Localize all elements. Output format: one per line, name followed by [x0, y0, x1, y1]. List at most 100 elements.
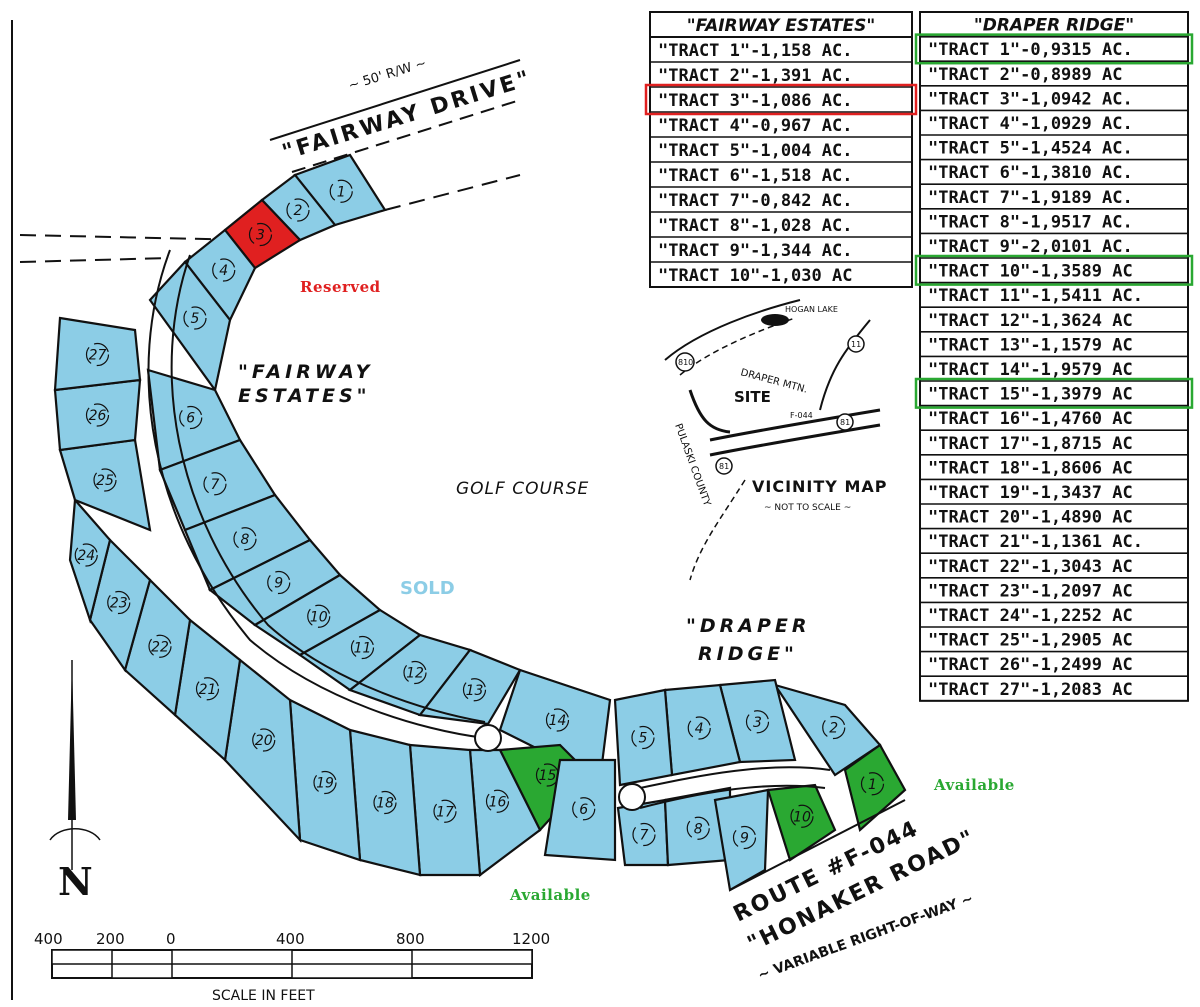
draper-table-row-24: "TRACT 24"-1,2252 AC — [928, 606, 1133, 626]
fairway-lot-25-number: 25 — [96, 473, 114, 489]
draper-table-row-10: "TRACT 10"-1,3589 AC — [928, 262, 1133, 282]
fairway-estates-label-2: ESTATES" — [238, 385, 371, 407]
fairway-lot-5-marker — [183, 306, 207, 330]
draper-lot-2[interactable] — [772, 683, 882, 777]
fairway-lot-21-marker — [195, 677, 220, 701]
draper-table-row-17: "TRACT 17"-1,8715 AC — [928, 434, 1133, 454]
draper-lot-5-marker — [631, 725, 655, 750]
fairway-lot-12-number: 12 — [406, 666, 424, 682]
draper-table-row-16: "TRACT 16"-1,4760 AC — [928, 409, 1133, 429]
vicinity-route-11: 11 — [851, 340, 861, 349]
fairway-lot-27-number: 27 — [89, 348, 107, 364]
draper-lot-6[interactable] — [543, 758, 617, 862]
fairway-lot-3-marker — [248, 222, 273, 247]
scale-tick-1: 200 — [96, 930, 125, 948]
fairway-lot-13-marker — [462, 678, 487, 702]
draper-lot-5-number: 5 — [639, 731, 648, 747]
draper-lot-6-marker — [572, 797, 596, 821]
fairway-lot-18-number: 18 — [376, 796, 394, 812]
fairway-table-frame — [649, 11, 913, 288]
vicinity-map-title: VICINITY MAP — [752, 477, 887, 496]
fairway-drive-label: "FAIRWAY DRIVE" — [279, 66, 535, 166]
draper-lot-9-marker — [732, 825, 757, 850]
draper-lot-3-marker — [745, 710, 770, 734]
draper-table-row-2: "TRACT 2"-0,8989 AC — [928, 65, 1122, 85]
north-arrow: N — [49, 660, 101, 904]
fairway-lot-16-number: 16 — [489, 794, 507, 810]
fairway-lot-4-number: 4 — [219, 263, 228, 279]
draper-ridge-label-1: "DRAPER — [686, 615, 811, 637]
fairway-lot-14-number: 14 — [549, 713, 567, 729]
fairway-table-row-4: "TRACT 4"-0,967 AC. — [658, 116, 852, 136]
draper-lot-9-number: 9 — [740, 831, 749, 847]
fairway-lot-26-marker — [85, 403, 110, 427]
draper-lot-3-number: 3 — [753, 715, 762, 731]
draper-table-row-25: "TRACT 25"-1,2905 AC — [928, 631, 1133, 651]
fairway-table-row-8: "TRACT 8"-1,028 AC. — [658, 216, 852, 236]
fairway-lot-1-marker — [329, 179, 353, 203]
fairway-lot-7-number: 7 — [211, 477, 220, 493]
draper-table-row-18: "TRACT 18"-1,8606 AC — [928, 458, 1133, 478]
fairway-lot-21-number: 21 — [199, 682, 217, 698]
draper-table-row-21: "TRACT 21"-1,1361 AC. — [928, 532, 1143, 552]
draper-lot-9[interactable] — [713, 788, 770, 892]
fairway-lot-1-number: 1 — [337, 184, 346, 200]
draper-table-row-20: "TRACT 20"-1,4890 AC — [928, 508, 1133, 528]
draper-table-row-1: "TRACT 1"-0,9315 AC. — [928, 40, 1133, 60]
draper-lot-6-number: 6 — [579, 802, 588, 818]
cul-de-sac-fairway — [474, 724, 502, 752]
row-label: ~ 50' R/W ~ — [347, 56, 428, 94]
draper-ridge-table: "DRAPER RIDGE""TRACT 1"-0,9315 AC."TRACT… — [914, 11, 1194, 702]
reserved-label: Reserved — [300, 278, 381, 296]
fairway-lot-26-number: 26 — [89, 408, 107, 424]
draper-lot-10-marker — [790, 804, 814, 828]
fairway-lot-14-marker — [545, 708, 570, 732]
vicinity-route-810: 810 — [678, 358, 693, 367]
fairway-lot-18-marker — [373, 790, 397, 815]
fairway-lot-12-marker — [403, 660, 427, 685]
fairway-lot-22-marker — [148, 634, 172, 658]
draper-table-row-15: "TRACT 15"-1,3979 AC — [928, 385, 1133, 405]
draper-lot-4-number: 4 — [695, 721, 704, 737]
draper-lot-7-number: 7 — [640, 828, 649, 844]
fairway-lot-24[interactable] — [68, 497, 112, 624]
draper-table-row-7: "TRACT 7"-1,9189 AC. — [928, 188, 1133, 208]
fairway-lot-9-number: 9 — [274, 576, 283, 592]
draper-highlight-row-10 — [914, 254, 1194, 286]
fairway-lot-24-marker — [74, 543, 98, 567]
draper-table-row-6: "TRACT 6"-1,3810 AC. — [928, 163, 1133, 183]
fairway-lot-5[interactable] — [148, 260, 232, 393]
draper-table-row-11: "TRACT 11"-1,5411 AC. — [928, 286, 1143, 306]
scale-tick-4: 800 — [396, 930, 425, 948]
fairway-lot-24-number: 24 — [77, 548, 95, 564]
fairway-lot-8-number: 8 — [241, 532, 250, 548]
fairway-lot-6-number: 6 — [186, 411, 195, 427]
draper-table-row-26: "TRACT 26"-1,2499 AC — [928, 655, 1133, 675]
fairway-lot-25-marker — [93, 468, 117, 492]
draper-lot-5[interactable] — [613, 688, 674, 787]
scale-tick-5: 1200 — [512, 930, 550, 948]
draper-table-row-5: "TRACT 5"-1,4524 AC. — [928, 139, 1133, 159]
vicinity-route-f044: F-044 — [790, 411, 813, 420]
fairway-lot-15-number: 15 — [539, 768, 557, 784]
fairway-lot-11-marker — [350, 635, 375, 660]
fairway-table-row-2: "TRACT 2"-1,391 AC. — [658, 66, 852, 86]
fairway-lot-27[interactable] — [53, 316, 142, 392]
draper-lot-2-marker — [822, 715, 846, 740]
fairway-lot-22-number: 22 — [151, 639, 169, 655]
fairway-table-row-7: "TRACT 7"-0,842 AC. — [658, 191, 852, 211]
fairway-lot-23-number: 23 — [110, 596, 128, 612]
north-label: N — [58, 859, 93, 904]
scale-tick-2: 0 — [166, 930, 176, 948]
fairway-table-row-10: "TRACT 10"-1,030 AC — [658, 266, 852, 286]
fairway-table-row-5: "TRACT 5"-1,004 AC. — [658, 141, 852, 161]
draper-table-row-27: "TRACT 27"-1,2083 AC — [928, 680, 1133, 700]
draper-table-row-23: "TRACT 23"-1,2097 AC — [928, 581, 1133, 601]
draper-table-row-14: "TRACT 14"-1,9579 AC — [928, 360, 1133, 380]
draper-lot-2-number: 2 — [829, 721, 838, 737]
draper-interior-road — [629, 766, 831, 791]
fairway-lot-2-number: 2 — [294, 203, 303, 219]
available-label-right: Available — [933, 776, 1015, 794]
